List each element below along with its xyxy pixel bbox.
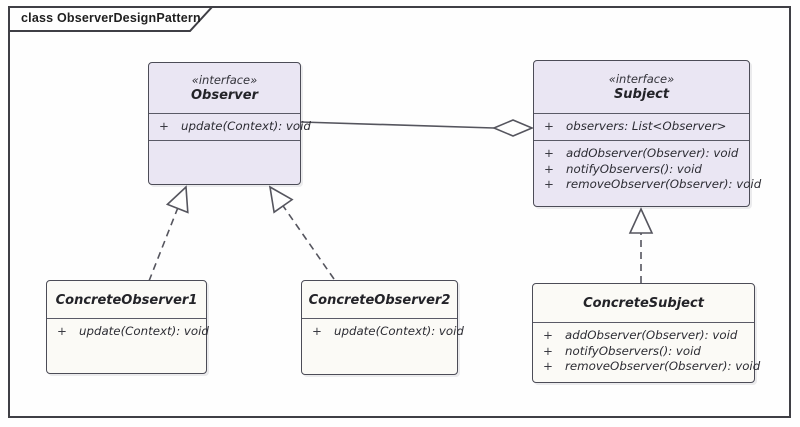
operation-row: + update(Context): void <box>57 324 209 340</box>
subject-stereotype: «interface» <box>608 72 675 86</box>
operation-signature: addObserver(Observer): void <box>566 146 739 160</box>
subject-name-compartment: «interface» Subject <box>534 61 749 113</box>
concreteobserver1-class-name: ConcreteObserver1 <box>55 292 198 308</box>
visibility: + <box>544 146 554 160</box>
attribute-signature: observers: List<Observer> <box>566 119 727 133</box>
class-box-subject: «interface» Subject + observers: List<Ob… <box>533 60 761 207</box>
observer-class-name: Observer <box>190 88 259 103</box>
class-box-observer: «interface» Observer + update(Context): … <box>148 62 311 185</box>
operation-signature: update(Context): void <box>181 119 311 133</box>
operation-row: + addObserver(Observer): void <box>544 146 743 162</box>
visibility: + <box>544 161 554 176</box>
diagram-title: class ObserverDesignPattern <box>21 11 201 25</box>
class-box-concretesubject: ConcreteSubject + addObserver(Observer):… <box>532 283 760 383</box>
observer-empty-compartment <box>149 140 300 184</box>
subject-class-name: Subject <box>613 87 670 102</box>
realization-line-concreteobserver2 <box>282 205 335 280</box>
observer-name-compartment: «interface» Observer <box>149 63 300 113</box>
visibility: + <box>543 328 553 342</box>
aggregation-line <box>300 121 495 129</box>
operation-row: + notifyObservers(): void <box>544 162 743 178</box>
operation-row: + update(Context): void <box>159 119 311 135</box>
visibility: + <box>543 359 553 373</box>
concreteobserver2-name-compartment: ConcreteObserver2 <box>302 281 457 318</box>
concretesubject-name-compartment: ConcreteSubject <box>533 284 754 322</box>
realization-triangle-icon-1 <box>165 185 189 214</box>
subject-operations-compartment: + addObserver(Observer): void + notifyOb… <box>534 140 761 206</box>
visibility: + <box>159 119 169 133</box>
aggregation-diamond-icon <box>491 119 535 137</box>
realization-triangle-icon-2 <box>268 185 294 214</box>
visibility: + <box>312 324 322 338</box>
class-box-concreteobserver2: ConcreteObserver2 + update(Context): voi… <box>301 280 464 375</box>
operation-signature: removeObserver(Observer): void <box>566 177 762 191</box>
visibility: + <box>57 324 67 338</box>
visibility: + <box>544 177 554 191</box>
operation-signature: update(Context): void <box>334 324 464 338</box>
realization-line-concreteobserver1 <box>148 208 179 282</box>
observer-operations-compartment: + update(Context): void <box>149 113 311 140</box>
operation-row: + removeObserver(Observer): void <box>543 359 760 375</box>
operation-row: + notifyObservers(): void <box>543 344 748 360</box>
concreteobserver1-name-compartment: ConcreteObserver1 <box>47 281 206 318</box>
attribute-row: + observers: List<Observer> <box>544 119 743 135</box>
concreteobserver1-operations-compartment: + update(Context): void <box>47 318 209 373</box>
observer-stereotype: «interface» <box>191 73 258 87</box>
operation-row: + update(Context): void <box>312 324 464 340</box>
realization-triangle-icon-3 <box>628 207 654 234</box>
concretesubject-operations-compartment: + addObserver(Observer): void + notifyOb… <box>533 322 760 382</box>
operation-signature: notifyObservers(): void <box>566 161 702 176</box>
concreteobserver2-operations-compartment: + update(Context): void <box>302 318 464 374</box>
class-box-concreteobserver1: ConcreteObserver1 + update(Context): voi… <box>46 280 209 374</box>
operation-signature: notifyObservers(): void <box>565 343 701 358</box>
subject-attributes-compartment: + observers: List<Observer> <box>534 113 749 140</box>
diagram-frame-border <box>8 6 791 418</box>
visibility: + <box>544 119 554 133</box>
operation-row: + removeObserver(Observer): void <box>544 177 761 193</box>
operation-signature: removeObserver(Observer): void <box>565 359 761 373</box>
operation-signature: update(Context): void <box>79 324 209 338</box>
frame-title-tab <box>8 6 215 32</box>
operation-signature: addObserver(Observer): void <box>565 328 738 342</box>
concreteobserver2-class-name: ConcreteObserver2 <box>308 292 451 308</box>
operation-row: + addObserver(Observer): void <box>543 328 748 344</box>
visibility: + <box>543 343 553 358</box>
concretesubject-class-name: ConcreteSubject <box>583 296 704 311</box>
